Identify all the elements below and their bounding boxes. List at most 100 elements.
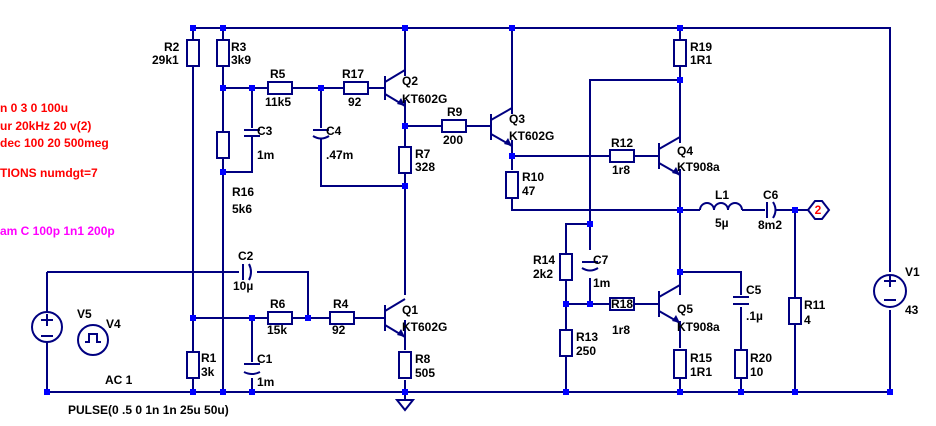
r9-value: 200 (443, 133, 463, 147)
c1-value: 1m (257, 375, 274, 389)
c6-symbol[interactable] (766, 201, 777, 219)
r9-body[interactable] (441, 119, 467, 133)
v5-symbol[interactable] (77, 324, 109, 356)
r18-body[interactable] (609, 297, 635, 311)
r13-body[interactable] (559, 329, 573, 357)
r16-name: R16 (232, 185, 254, 199)
options-directive[interactable]: TIONS numdgt=7 (0, 166, 98, 180)
r14-body[interactable] (559, 253, 573, 281)
r3-body[interactable] (216, 39, 230, 67)
r11-body[interactable] (788, 297, 802, 325)
q3-name: Q3 (509, 112, 525, 126)
r1-value: 3k (201, 365, 215, 379)
c5-symbol[interactable] (733, 296, 749, 305)
c2-symbol[interactable] (242, 263, 252, 281)
step-directive[interactable]: am C 100p 1n1 200p (0, 224, 115, 238)
r7-body[interactable] (398, 146, 412, 174)
r1-body[interactable] (186, 351, 200, 379)
v5-name: V5 (77, 307, 92, 321)
tran-directive[interactable]: n 0 3 0 100u (0, 101, 68, 115)
r15-body[interactable] (673, 349, 687, 379)
r16-body[interactable] (216, 131, 230, 159)
r20-name: R20 (750, 351, 772, 365)
c5-value: .1µ (746, 309, 763, 323)
r6-body[interactable] (267, 311, 293, 325)
r4-name: R4 (333, 297, 349, 311)
q1-symbol[interactable] (384, 298, 406, 338)
r11-name: R11 (804, 298, 826, 312)
r14-name: R14 (533, 253, 555, 267)
r10-body[interactable] (505, 171, 519, 199)
pulse-value: PULSE(0 .5 0 1n 1n 25u 50u) (68, 403, 229, 417)
c1-name: C1 (257, 352, 273, 366)
q2-symbol[interactable] (384, 69, 406, 107)
c2-name: C2 (238, 249, 254, 263)
r12-name: R12 (611, 136, 633, 150)
q5-name: Q5 (677, 302, 693, 316)
r10-name: R10 (522, 170, 544, 184)
r1-name: R1 (201, 351, 217, 365)
four-directive[interactable]: ur 20kHz 20 v(2) (0, 119, 91, 133)
r13-value: 250 (576, 344, 596, 358)
r5-body[interactable] (267, 81, 293, 95)
c5-name: C5 (746, 283, 762, 297)
r2-name: R2 (164, 40, 180, 54)
q4-symbol[interactable] (658, 136, 681, 176)
r18-name: R18 (611, 297, 633, 311)
r19-value: 1R1 (690, 53, 712, 67)
q5-symbol[interactable] (658, 284, 681, 324)
c6-name: C6 (763, 188, 779, 202)
r11-value: 4 (804, 313, 811, 327)
spice-directives: n 0 3 0 100u ur 20kHz 20 v(2) dec 100 20… (0, 101, 115, 238)
q3-symbol[interactable] (490, 107, 513, 147)
r20-body[interactable] (734, 349, 748, 379)
c4-symbol[interactable] (312, 129, 330, 146)
r17-body[interactable] (343, 81, 369, 95)
v5-ac-value: AC 1 (105, 373, 133, 387)
r2-value: 29k1 (152, 53, 179, 67)
r19-body[interactable] (673, 39, 687, 67)
c1-symbol[interactable] (243, 363, 261, 375)
r3-value: 3k9 (231, 53, 251, 67)
r5-name: R5 (270, 67, 286, 81)
q4-name: Q4 (677, 144, 693, 158)
r19-name: R19 (690, 40, 712, 54)
r12-body[interactable] (609, 149, 635, 163)
c7-symbol[interactable] (581, 261, 599, 272)
v1-symbol[interactable] (873, 274, 907, 308)
r3-name: R3 (231, 40, 247, 54)
c6-value: 8m2 (758, 218, 782, 232)
r6-value: 15k (267, 323, 287, 337)
c3-symbol[interactable] (244, 129, 260, 150)
c7-value: 1m (593, 276, 610, 290)
v4-symbol[interactable] (31, 311, 63, 343)
output-flag[interactable]: 2 (806, 200, 831, 220)
r4-body[interactable] (329, 311, 355, 325)
c2-value: 10µ (233, 279, 253, 293)
r12-value: 1r8 (612, 163, 630, 177)
r16-value: 5k6 (232, 202, 252, 216)
component-labels: R2 29k1 R3 3k9 R5 11k5 R17 92 C3 1m C4 .… (68, 40, 920, 417)
capacitors (242, 129, 777, 375)
r4-value: 92 (332, 323, 346, 337)
r10-value: 47 (522, 184, 536, 198)
r6-name: R6 (270, 297, 286, 311)
r17-name: R17 (342, 67, 364, 81)
v1-value: 43 (905, 303, 919, 317)
q1-model: KT602G (402, 320, 447, 334)
c3-name: C3 (257, 124, 273, 138)
r2-body[interactable] (186, 39, 200, 67)
l1-symbol[interactable] (690, 202, 743, 211)
ac-directive[interactable]: dec 100 20 500meg (0, 136, 109, 150)
r13-name: R13 (576, 330, 598, 344)
l1-name: L1 (715, 188, 729, 202)
q2-model: KT602G (402, 92, 447, 106)
q1-name: Q1 (402, 303, 418, 317)
q5-model: KT908a (677, 320, 720, 334)
r8-name: R8 (415, 352, 431, 366)
junctions (44, 25, 893, 395)
r9-name: R9 (447, 105, 463, 119)
r8-body[interactable] (398, 351, 412, 379)
